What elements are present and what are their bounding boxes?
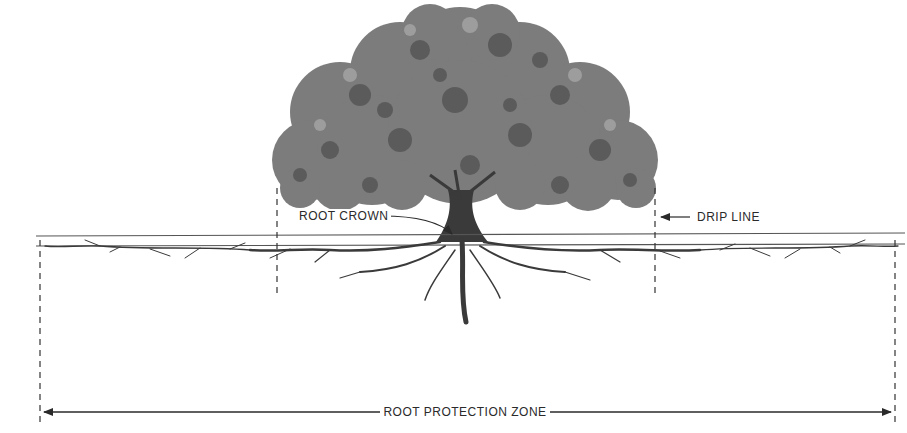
tree-roots [45,240,898,322]
canopy-highlight [314,17,616,131]
tree-branches [430,170,495,200]
label-zone: ROOT PROTECTION ZONE [380,405,549,419]
drip-line-marker [654,188,655,298]
zone-boundary [894,240,895,422]
drip-line-marker [276,188,277,298]
leader-line [661,216,690,217]
label-root-crown: ROOT CROWN [296,209,391,223]
label-drip-line: DRIP LINE [694,210,763,224]
zone-boundary [39,240,40,422]
leader-line [382,216,452,234]
ground-line [36,244,905,246]
canopy-texture [293,33,637,194]
ground-line [36,233,905,236]
tree-canopy [272,4,658,211]
